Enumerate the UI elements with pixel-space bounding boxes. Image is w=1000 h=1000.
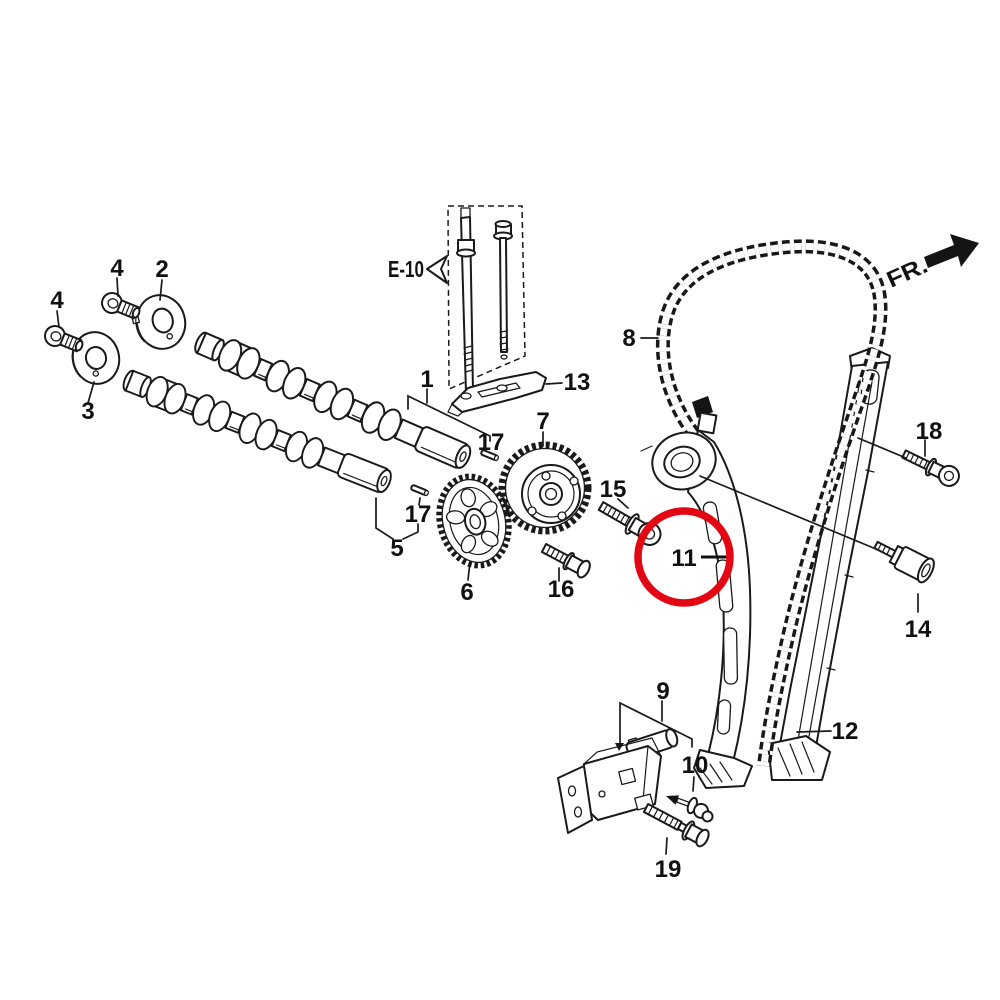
guide-foot <box>767 735 831 781</box>
bracket-9 <box>619 701 693 748</box>
thread-ticks <box>499 330 509 351</box>
part-label-19: 19 <box>655 856 682 883</box>
fr-arrow-icon <box>924 234 979 268</box>
part-label-18: 18 <box>916 418 943 445</box>
part-label-5: 5 <box>390 535 403 562</box>
pivot-bolt-14 <box>873 540 935 584</box>
vtc-actuator-gear-7 <box>498 441 592 535</box>
part-label-7: 7 <box>536 408 549 435</box>
cam-end-plate-2 <box>131 294 187 350</box>
part-label-4a: 4 <box>50 287 64 314</box>
part-label-17b: 17 <box>405 501 432 528</box>
timing-chain-8 <box>655 239 888 767</box>
part-label-17a: 17 <box>478 429 505 456</box>
part-label-2: 2 <box>155 256 168 283</box>
part-label-6: 6 <box>460 579 473 606</box>
stud-bolt-short <box>493 220 513 360</box>
chain-guide-12 <box>767 347 891 781</box>
part-label-9: 9 <box>656 678 669 705</box>
cam-end-plate-3 <box>71 331 121 385</box>
flange-bolt-18 <box>901 449 960 487</box>
pin-arrow <box>666 795 679 805</box>
sealing-bolt-4a <box>40 321 87 358</box>
fr-direction-marker: FR. <box>882 234 979 293</box>
thread-ticks <box>602 504 630 526</box>
part-label-12: 12 <box>832 718 859 745</box>
highlight-circle <box>634 507 734 607</box>
chain-tensioner-9 <box>557 728 679 834</box>
tensioner-flange <box>557 765 593 834</box>
arm-foot-hatch <box>699 761 733 785</box>
guide-foot-hatch <box>777 741 815 777</box>
e10-dashed-box <box>447 205 526 391</box>
thread-ticks <box>463 345 474 373</box>
part-label-3: 3 <box>81 398 94 425</box>
flange-bolt-19 <box>642 803 710 848</box>
e10-ref-label: E-10 <box>388 256 424 282</box>
thread-ticks <box>545 546 565 562</box>
leader-lines <box>56 277 926 855</box>
part-label-8: 8 <box>622 325 635 352</box>
part-label-11: 11 <box>671 545 696 572</box>
part-label-16: 16 <box>548 576 575 603</box>
bracket-5-right <box>402 523 419 540</box>
part-label-4b: 4 <box>110 255 124 282</box>
dowel-pin-17b <box>409 483 431 498</box>
flange-bolt-16 <box>540 543 591 579</box>
part-label-15: 15 <box>600 476 627 503</box>
part-label-10: 10 <box>682 752 709 779</box>
bracket-1 <box>407 394 491 442</box>
chain-case-bracket-13 <box>447 371 547 417</box>
stud-bolt-long <box>456 207 476 399</box>
chain-end-link <box>692 396 713 418</box>
part-labels: 4 4 2 3 1 17 17 5 6 7 13 8 15 16 18 14 1… <box>50 255 942 883</box>
tensioner-pin-10 <box>666 795 714 823</box>
e10-ref-arrow <box>426 255 448 284</box>
fr-label: FR. <box>882 252 931 293</box>
camshaft-exhaust <box>118 363 396 499</box>
part-label-1: 1 <box>420 366 433 393</box>
sealing-bolt-4b <box>97 288 144 325</box>
part-label-14: 14 <box>905 616 932 643</box>
cam-sprocket-6 <box>436 473 512 569</box>
thread-ticks <box>877 543 891 555</box>
thread-ticks <box>647 806 679 829</box>
bracket-5-left <box>375 497 394 540</box>
part-label-13: 13 <box>564 369 591 396</box>
